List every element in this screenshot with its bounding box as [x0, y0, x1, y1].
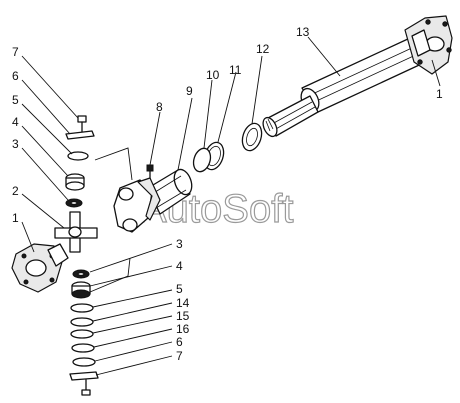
flange-yoke-right	[404, 15, 453, 75]
ring-10	[192, 147, 212, 173]
washer-stack	[70, 303, 96, 367]
bearing-cup-top	[65, 173, 85, 191]
callout-16: 16	[176, 322, 190, 336]
callout-8: 8	[156, 100, 163, 114]
callout-11: 11	[229, 63, 242, 77]
washer-top	[67, 151, 89, 161]
callout-9: 9	[186, 84, 193, 98]
bolt-bottom	[69, 371, 99, 396]
callout-7-bottom: 7	[176, 349, 183, 363]
ring-12	[241, 122, 263, 152]
callout-5-top: 5	[12, 93, 19, 107]
callout-15: 15	[176, 309, 190, 323]
flange-yoke-left	[11, 243, 69, 293]
callout-5-bottom: 5	[176, 282, 183, 296]
callout-14: 14	[176, 296, 190, 310]
splined-sleeve	[262, 95, 319, 138]
callout-4-top: 4	[12, 115, 19, 129]
callout-6-top: 6	[12, 69, 19, 83]
callout-3-top: 3	[12, 137, 19, 151]
yoke-center	[113, 177, 161, 233]
callout-1-left: 1	[12, 211, 19, 225]
callout-4-mid: 4	[176, 259, 183, 273]
seal-mid	[72, 269, 90, 279]
callout-10: 10	[206, 68, 220, 82]
callout-2: 2	[12, 184, 19, 198]
callout-3-mid: 3	[176, 237, 183, 251]
seal-top	[65, 198, 83, 208]
lock-plate-top	[65, 130, 95, 140]
bearing-cup-mid	[71, 281, 91, 299]
callout-6-bottom: 6	[176, 335, 183, 349]
callout-13: 13	[296, 25, 310, 39]
callout-1-right: 1	[436, 87, 443, 101]
callout-7-top: 7	[12, 45, 19, 59]
callout-12: 12	[256, 42, 270, 56]
cross-spider	[54, 211, 98, 253]
